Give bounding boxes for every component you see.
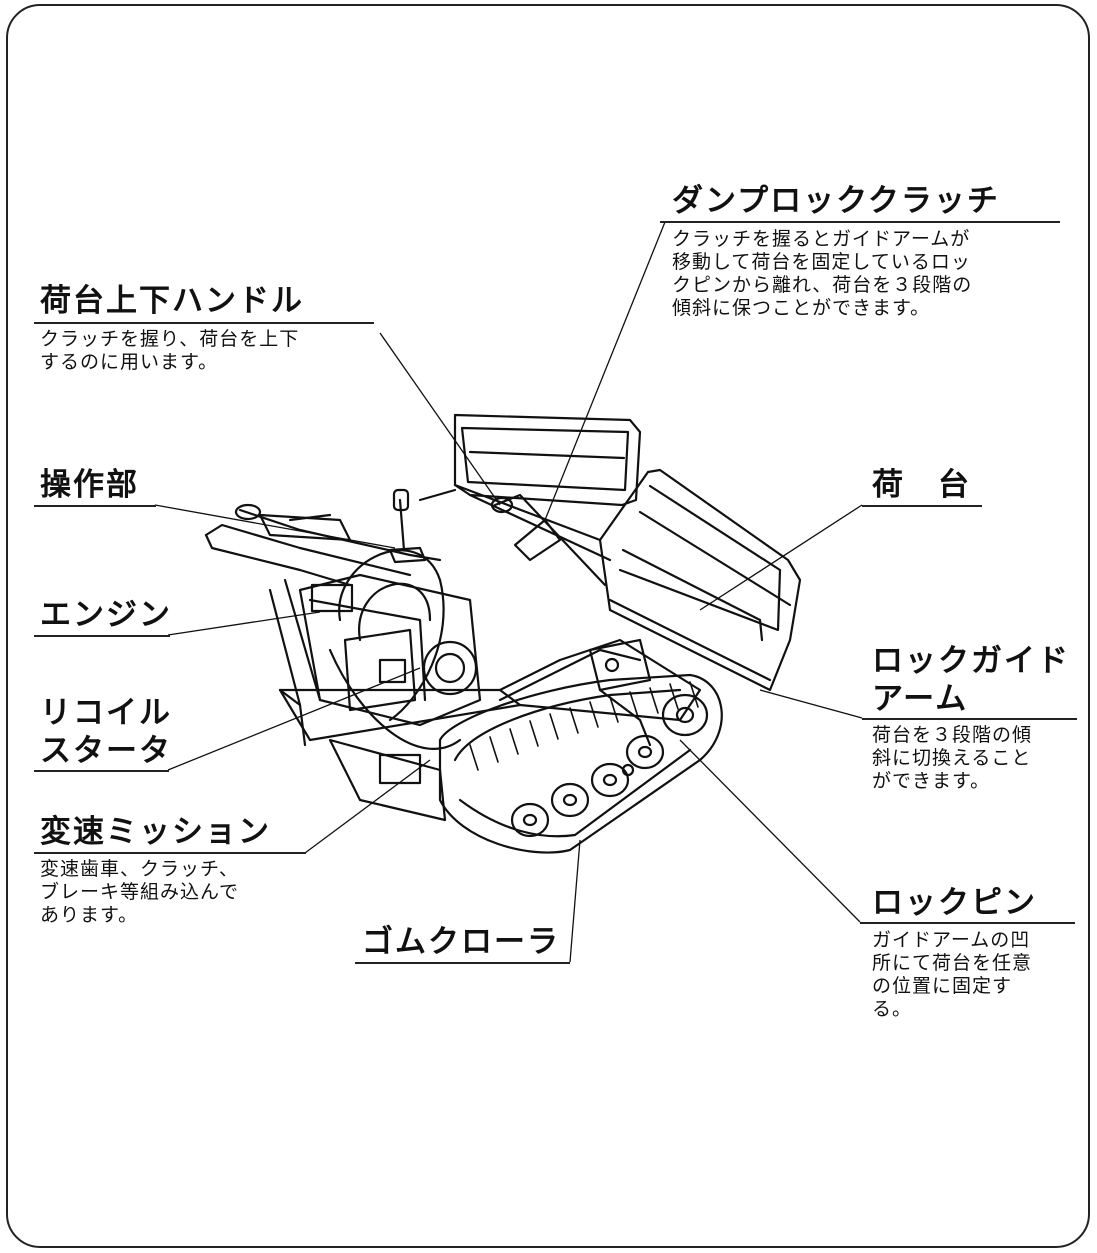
recoil-starter-title-line2: スタータ — [40, 733, 172, 769]
bed-lift-handle-underline — [34, 322, 374, 324]
road-wheels — [510, 693, 709, 838]
leader-recoil-starter — [167, 667, 421, 771]
bed-title: 荷 台 — [872, 467, 971, 503]
leader-lock-guide-arm — [759, 689, 863, 719]
bed-underline — [862, 505, 982, 507]
transmission-underline — [34, 852, 306, 854]
controls-underline — [34, 505, 156, 507]
leader-engine — [167, 611, 321, 636]
engine-title: エンジン — [40, 597, 172, 633]
bed-lift-handle-description: クラッチを握り、荷台を上下 するのに用います。 — [40, 328, 300, 373]
bed-side-frame — [598, 468, 802, 692]
bed-lift-handle-title: 荷台上下ハンドル — [40, 283, 304, 319]
transmission-description: 変速歯車、クラッチ、 ブレーキ等組み込んで あります。 — [40, 858, 240, 926]
transmission-housing — [328, 738, 447, 822]
engine-underline — [34, 635, 170, 637]
leader-rubber-crawler — [569, 839, 581, 963]
leader-dump-lock-clutch — [544, 221, 666, 521]
controls-title: 操作部 — [40, 467, 139, 503]
leader-transmission — [304, 759, 431, 854]
lock-guide-arm-underline — [862, 718, 1077, 720]
leader-bed — [699, 504, 863, 611]
rubber-crawler-underline — [355, 962, 570, 964]
shift-lever — [398, 498, 406, 552]
lock-pin-title: ロックピン — [872, 885, 1037, 921]
engine-block — [298, 573, 482, 727]
lock-pin-description: ガイドアームの凹 所にて荷台を任意 の位置に固定す る。 — [872, 929, 1033, 1020]
recoil-starter-underline — [34, 770, 169, 772]
dump-lock-clutch-underline — [660, 221, 1060, 223]
page-frame — [6, 4, 1090, 1248]
bed-lift-handle — [493, 493, 607, 587]
transmission-title: 変速ミッション — [40, 814, 271, 850]
leader-controls — [154, 504, 396, 549]
dump-lock-clutch-description: クラッチを握るとガイドアームが 移動して荷台を固定しているロッ クピンから離れ、… — [672, 228, 973, 319]
rubber-crawler — [438, 673, 723, 854]
lock-guide-arm-description: 荷台を３段階の傾 斜に切換えること ができます。 — [872, 724, 1033, 792]
dump-lock-clutch-title: ダンプロッククラッチ — [672, 183, 1000, 219]
lock-guide-arm — [588, 638, 652, 692]
lock-guide-arm-title-line2: アーム — [872, 681, 969, 717]
recoil-starter-title-line1: リコイル — [40, 695, 172, 731]
leader-bed-lift-handle — [379, 332, 501, 506]
recoil-starter-drum — [422, 640, 478, 696]
lock-pin-part — [621, 763, 635, 777]
rubber-crawler-title: ゴムクローラ — [362, 924, 560, 960]
lock-guide-arm-title-line1: ロックガイド — [872, 643, 1070, 679]
lock-pin-underline — [860, 922, 1075, 924]
leader-lock-pin — [679, 739, 861, 923]
